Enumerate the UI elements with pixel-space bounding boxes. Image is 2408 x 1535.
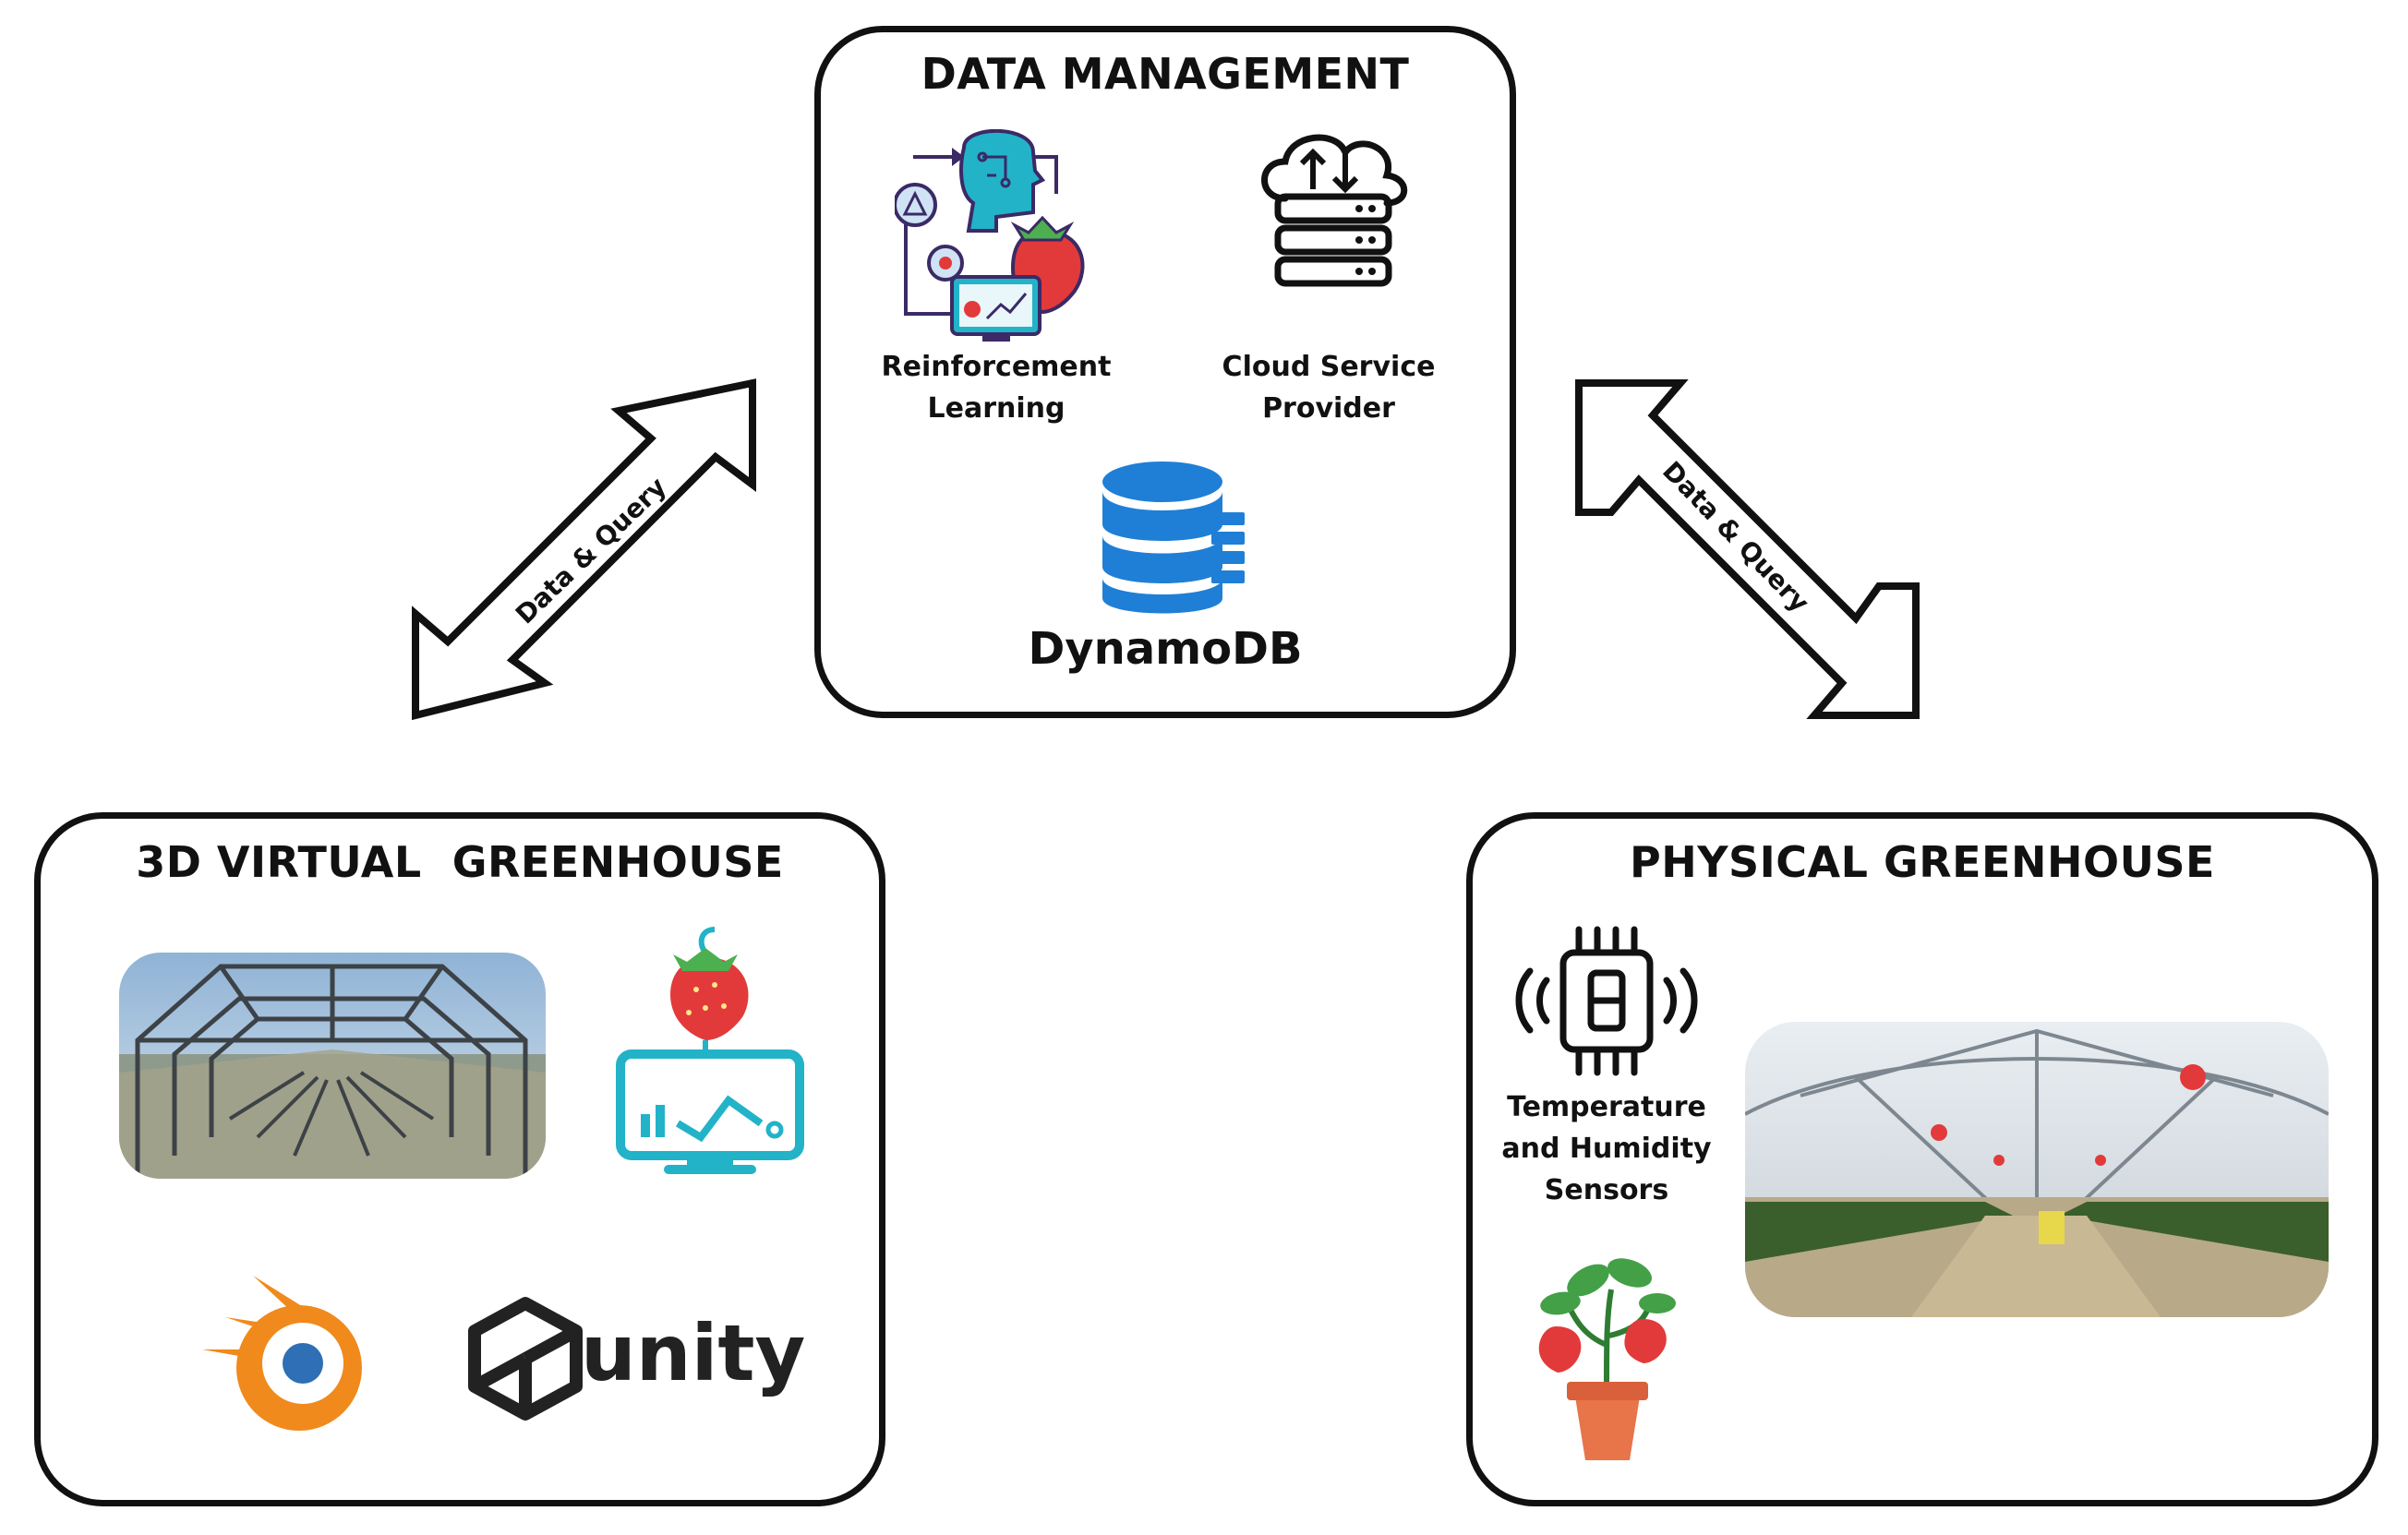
sensor-label: Temperature and Humidity Sensors bbox=[1473, 1086, 1740, 1211]
cloud-label-line2: Provider bbox=[1262, 392, 1395, 425]
unity-logo-text: unity bbox=[581, 1308, 806, 1398]
rl-label-line2: Learning bbox=[927, 392, 1066, 425]
sensor-label-line1: Temperature bbox=[1507, 1091, 1706, 1123]
data-management-title: DATA MANAGEMENT bbox=[921, 49, 1410, 99]
strawberry-monitor-icon bbox=[616, 927, 804, 1174]
reinforcement-learning-icon bbox=[895, 129, 1085, 342]
cloud-server-icon bbox=[1261, 134, 1408, 287]
rl-label: Reinforcement Learning bbox=[862, 346, 1130, 429]
data-management-panel: DATA MANAGEMENT Reinforcement Learning bbox=[814, 26, 1516, 718]
virtual-greenhouse-title: 3D VIRTUAL GREENHOUSE bbox=[136, 837, 784, 887]
right-double-arrow bbox=[1575, 379, 1920, 719]
dynamodb-label: DynamoDB bbox=[1028, 623, 1303, 675]
blender-logo bbox=[202, 1276, 362, 1431]
sensor-label-line2: and Humidity bbox=[1501, 1133, 1712, 1165]
virtual-greenhouse-panel: 3D VIRTUAL GREENHOUSE bbox=[34, 812, 885, 1506]
physical-greenhouse-title: PHYSICAL GREENHOUSE bbox=[1630, 837, 2215, 887]
greenhouse-photo bbox=[1745, 1022, 2329, 1317]
database-icon bbox=[1102, 462, 1245, 614]
virtual-greenhouse-render bbox=[119, 953, 546, 1179]
sensor-label-line3: Sensors bbox=[1544, 1174, 1669, 1206]
sensor-chip-icon bbox=[1515, 926, 1698, 1076]
left-double-arrow bbox=[412, 378, 756, 721]
cloud-label-line1: Cloud Service bbox=[1222, 351, 1436, 383]
unity-logo-icon bbox=[468, 1297, 583, 1421]
strawberry-plant-icon bbox=[1538, 1258, 1676, 1460]
rl-label-line1: Reinforcement bbox=[881, 351, 1112, 383]
cloud-label: Cloud Service Provider bbox=[1195, 346, 1463, 429]
physical-greenhouse-panel: PHYSICAL GREENHOUSE Temperature and Humi… bbox=[1466, 812, 2378, 1506]
